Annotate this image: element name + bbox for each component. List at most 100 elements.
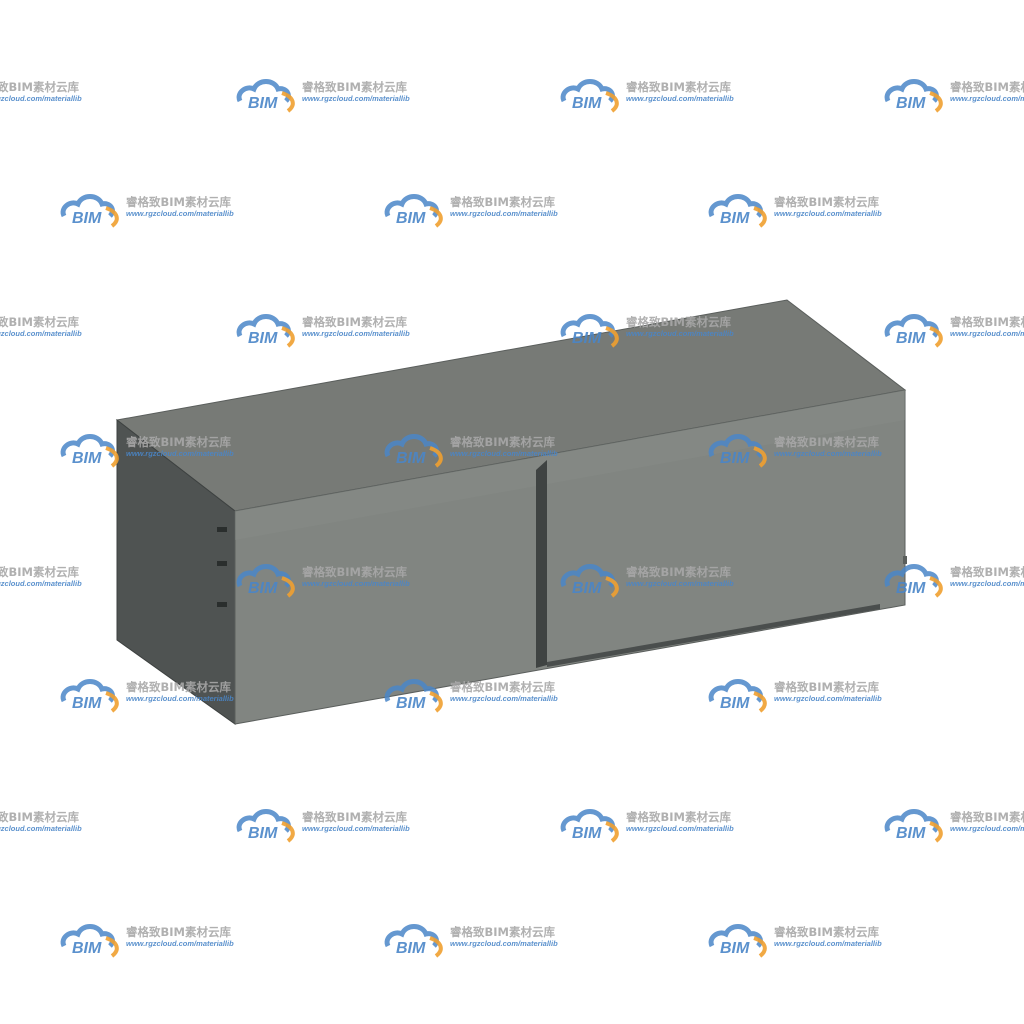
- logo-bim-text: BIM: [896, 330, 926, 347]
- cloud-logo-icon: [708, 434, 763, 458]
- logo-swoosh-icon: [105, 206, 119, 228]
- watermark-tile: BIM睿格致BIM素材云库www.rgzcloud.com/materialli…: [884, 79, 1024, 113]
- watermark-tile: BIM睿格致BIM素材云库www.rgzcloud.com/materialli…: [0, 315, 82, 338]
- logo-swoosh-icon: [753, 936, 767, 958]
- watermark-url: www.rgzcloud.com/materiallib: [450, 209, 558, 218]
- right-notch: [903, 556, 907, 564]
- watermark-name: 睿格致BIM素材云库: [950, 810, 1024, 824]
- watermark-url: www.rgzcloud.com/materiallib: [626, 824, 734, 833]
- watermark-name: 睿格致BIM素材云库: [126, 195, 231, 209]
- watermark-url: www.rgzcloud.com/materiallib: [450, 939, 558, 948]
- watermark-name: 睿格致BIM素材云库: [0, 315, 79, 329]
- watermark-tile: BIM睿格致BIM素材云库www.rgzcloud.com/materialli…: [60, 924, 234, 958]
- watermark-name: 睿格致BIM素材云库: [774, 925, 879, 939]
- cloud-logo-icon: [384, 679, 439, 703]
- watermark-url: www.rgzcloud.com/materiallib: [302, 329, 410, 338]
- logo-bim-text: BIM: [396, 450, 426, 467]
- watermark-url: www.rgzcloud.com/materiallib: [626, 329, 734, 338]
- logo-swoosh-icon: [281, 91, 295, 113]
- cloud-logo-icon: [708, 194, 763, 218]
- watermark-name: 睿格致BIM素材云库: [626, 315, 731, 329]
- watermark-url: www.rgzcloud.com/materiallib: [0, 94, 82, 103]
- cloud-logo-icon: [384, 434, 439, 458]
- logo-bim-text: BIM: [720, 940, 750, 957]
- cloud-logo-icon: [708, 924, 763, 948]
- watermark-tile: BIM 睿格致BIM素材云库www.rgzcloud.com/materialli…: [560, 79, 734, 113]
- watermark-url: www.rgzcloud.com/materiallib: [126, 694, 234, 703]
- cloud-logo-icon: [236, 809, 291, 833]
- logo-bim-text: BIM: [248, 95, 278, 112]
- watermark-name: 睿格致BIM素材云库: [450, 435, 555, 449]
- cloud-logo-icon: [884, 79, 939, 103]
- logo-bim-text: BIM: [396, 940, 426, 957]
- watermark-tile: BIM睿格致BIM素材云库www.rgzcloud.com/materialli…: [884, 314, 1024, 348]
- watermark-tile: BIM 睿格致BIM素材云库www.rgzcloud.com/materialli…: [384, 194, 558, 228]
- watermark-layer: BIM睿格致BIM素材云库www.rgzcloud.com/materialli…: [0, 79, 1024, 958]
- logo-swoosh-icon: [429, 936, 443, 958]
- watermark-name: 睿格致BIM素材云库: [626, 565, 731, 579]
- cloud-logo-icon: [708, 679, 763, 703]
- logo-bim-text: BIM: [396, 210, 426, 227]
- watermark-url: www.rgzcloud.com/materiallib: [450, 449, 558, 458]
- watermark-url: www.rgzcloud.com/materiallib: [774, 694, 882, 703]
- cloud-logo-icon: [384, 924, 439, 948]
- logo-swoosh-icon: [281, 821, 295, 843]
- logo-swoosh-icon: [605, 326, 619, 348]
- logo-bim-text: BIM: [248, 580, 278, 597]
- watermark-url: www.rgzcloud.com/materiallib: [302, 94, 410, 103]
- cabinet-box-model: [115, 299, 907, 725]
- watermark-url: www.rgzcloud.com/materiallib: [774, 939, 882, 948]
- watermark-name: 睿格致BIM素材云库: [774, 435, 879, 449]
- logo-swoosh-icon: [929, 821, 943, 843]
- watermark-name: 睿格致BIM素材云库: [450, 925, 555, 939]
- logo-bim-text: BIM: [720, 210, 750, 227]
- cloud-logo-icon: [884, 564, 939, 588]
- watermark-name: 睿格致BIM素材云库: [450, 195, 555, 209]
- watermark-url: www.rgzcloud.com/materiallib: [626, 94, 734, 103]
- watermark-name: 睿格致BIM素材云库: [0, 565, 79, 579]
- cloud-logo-icon: [560, 314, 615, 338]
- cloud-logo-icon: [236, 564, 291, 588]
- logo-swoosh-icon: [429, 691, 443, 713]
- cloud-logo-icon: [60, 434, 115, 458]
- box-bottom-recess: [547, 604, 880, 667]
- cloud-logo-icon: [560, 809, 615, 833]
- logo-bim-text: BIM: [248, 825, 278, 842]
- logo-swoosh-icon: [929, 91, 943, 113]
- logo-bim-text: BIM: [572, 95, 602, 112]
- watermark-name: 睿格致BIM素材云库: [0, 810, 79, 824]
- watermark-url: www.rgzcloud.com/materiallib: [950, 94, 1024, 103]
- cloud-logo-icon: [236, 79, 291, 103]
- watermark-url: www.rgzcloud.com/materiallib: [0, 329, 82, 338]
- watermark-tile: BIM睿格致BIM素材云库www.rgzcloud.com/materialli…: [560, 564, 734, 598]
- logo-swoosh-icon: [753, 446, 767, 468]
- logo-bim-text: BIM: [72, 210, 102, 227]
- watermark-tile: BIM睿格致BIM素材云库www.rgzcloud.com/materialli…: [884, 564, 1024, 598]
- logo-bim-text: BIM: [72, 450, 102, 467]
- logo-bim-text: BIM: [896, 825, 926, 842]
- watermark-tile: BIM睿格致BIM素材云库www.rgzcloud.com/materialli…: [560, 809, 734, 843]
- logo-swoosh-icon: [105, 936, 119, 958]
- logo-swoosh-icon: [753, 691, 767, 713]
- watermark-tile: BIM睿格致BIM素材云库www.rgzcloud.com/materialli…: [0, 565, 82, 588]
- cloud-logo-icon: [560, 564, 615, 588]
- watermark-tile: BIM 睿格致BIM素材云库www.rgzcloud.com/materialli…: [708, 679, 882, 713]
- logo-swoosh-icon: [105, 691, 119, 713]
- cloud-logo-icon: [384, 194, 439, 218]
- watermark-url: www.rgzcloud.com/materiallib: [774, 449, 882, 458]
- box-front-face: [234, 389, 906, 725]
- watermark-url: www.rgzcloud.com/materiallib: [302, 824, 410, 833]
- logo-swoosh-icon: [281, 326, 295, 348]
- logo-swoosh-icon: [105, 446, 119, 468]
- watermark-name: 睿格致BIM素材云库: [774, 680, 879, 694]
- watermark-name: 睿格致BIM素材云库: [626, 80, 731, 94]
- logo-swoosh-icon: [605, 821, 619, 843]
- watermark-url: www.rgzcloud.com/materiallib: [450, 694, 558, 703]
- watermark-url: www.rgzcloud.com/materiallib: [626, 579, 734, 588]
- watermark-url: www.rgzcloud.com/materiallib: [126, 449, 234, 458]
- logo-swoosh-icon: [929, 326, 943, 348]
- cloud-logo-icon: [236, 314, 291, 338]
- side-knob-2: [217, 561, 227, 566]
- logo-bim-text: BIM: [720, 695, 750, 712]
